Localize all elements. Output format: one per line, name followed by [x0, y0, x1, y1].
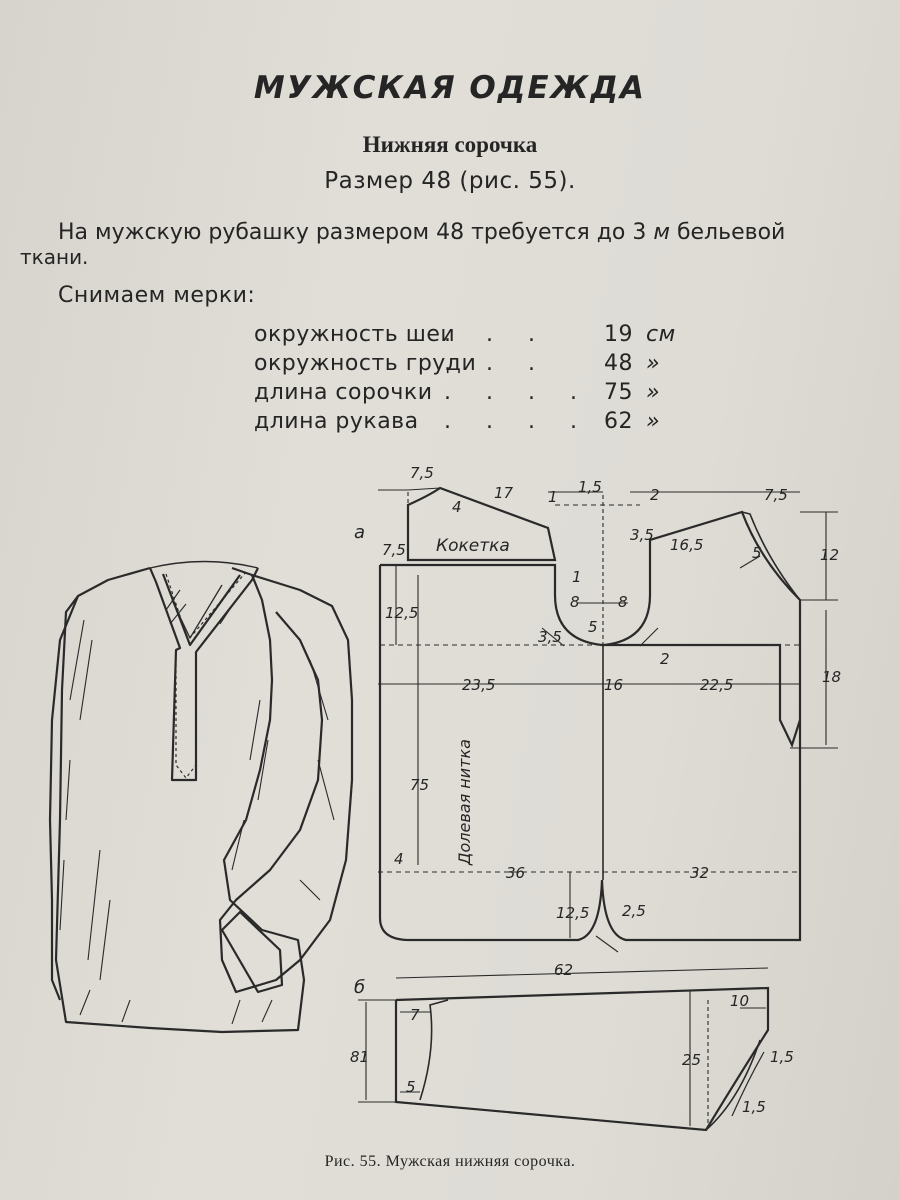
dim-label: 1,5 [742, 1098, 766, 1116]
dim-label: 8 [570, 593, 580, 611]
measurement-label: длина рукава [254, 409, 419, 434]
dim-label: 23,5 [462, 676, 495, 694]
dim-label: 4 [452, 498, 462, 516]
dim-label: 5 [588, 618, 598, 636]
intro-unit: м [653, 220, 670, 245]
dim-label: 3,5 [630, 526, 654, 544]
dim-label: 1,5 [578, 478, 602, 496]
dim-label: 4 [394, 850, 404, 868]
dim-label: 1 [572, 568, 582, 586]
dim-label: 7,5 [764, 486, 788, 504]
dim-label: 12,5 [385, 604, 418, 622]
measurement-unit: см [646, 322, 676, 347]
dim-label: 2 [660, 650, 670, 668]
dim-label: 12,5 [556, 904, 589, 922]
measurement-row: длина сорочки . . . . 75 » [254, 380, 694, 409]
pattern-b [394, 986, 770, 1132]
measurement-unit: » [646, 380, 661, 405]
dim-label: 17 [494, 484, 514, 502]
leader-dots: . . . . [444, 380, 591, 405]
dim-label: 7,5 [410, 464, 434, 482]
measurement-value: 75 [604, 380, 633, 405]
dim-label: 62 [554, 961, 573, 979]
dim-label: 5 [752, 544, 762, 562]
dim-label: 1,5 [770, 1048, 794, 1066]
grain-line-label: Долевая нитка [455, 739, 474, 866]
part-b-label: б [354, 977, 365, 998]
dim-label: 36 [506, 864, 525, 882]
section-heading: МУЖСКАЯ ОДЕЖДА [253, 70, 647, 106]
leader-dots: . . . [444, 351, 549, 376]
dim-label: 16,5 [670, 536, 703, 554]
measurement-row: длина рукава . . . . 62 » [254, 409, 694, 438]
intro-line-1: На мужскую рубашку размером 48 требуется… [58, 222, 878, 244]
yoke-label: Кокетка [436, 536, 510, 556]
leader-dots: . . . [444, 322, 549, 347]
measurement-label: длина сорочки [254, 380, 433, 405]
dim-label: 75 [410, 776, 429, 794]
intro-paragraph: На мужскую рубашку размером 48 требуется… [20, 222, 878, 269]
dim-label: 5 [406, 1078, 416, 1096]
dim-label: 18 [822, 668, 841, 686]
measurement-unit: » [646, 409, 661, 434]
intro-text: На мужскую рубашку размером 48 требуется… [58, 220, 654, 245]
measurement-row: окружность груди . . . 48 » [254, 351, 694, 380]
measurement-value: 62 [604, 409, 633, 434]
dim-label: 16 [604, 676, 623, 694]
measurements-table: окружность шеи . . . 19 см окружность гр… [254, 322, 694, 438]
dim-label: 32 [690, 864, 709, 882]
garment-title: Нижняя сорочка [362, 132, 538, 157]
dim-label: 2,5 [622, 902, 646, 920]
shirt-illustration [48, 560, 354, 1034]
intro-line-2: ткани. [20, 245, 89, 269]
dimension-labels: а б Кокетка Долевая нитка 7,5 4 17 1 1,5… [350, 464, 841, 1116]
dim-label: 1 [548, 488, 558, 506]
measurement-unit: » [646, 351, 661, 376]
pattern-a-dimensions [378, 487, 838, 953]
size-line: Размер 48 (рис. 55). [324, 168, 576, 194]
dim-label: 12 [820, 546, 839, 564]
dim-label: 7 [410, 1006, 420, 1024]
dim-label: 3,5 [538, 628, 562, 646]
dim-label: 22,5 [700, 676, 733, 694]
dim-label: 81 [350, 1048, 369, 1066]
dim-label: 10 [730, 992, 749, 1010]
measurement-value: 19 [604, 322, 633, 347]
leader-dots: . . . . [444, 409, 591, 434]
pattern-b-dimensions [358, 967, 769, 1126]
measurement-value: 48 [604, 351, 633, 376]
figure-caption: Рис. 55. Мужская нижняя сорочка. [324, 1153, 576, 1170]
measurements-heading: Снимаем мерки: [58, 283, 256, 308]
measurement-label: окружность груди [254, 351, 477, 376]
pattern-a [378, 486, 802, 942]
measurement-row: окружность шеи . . . 19 см [254, 322, 694, 351]
figure-55: а б Кокетка Долевая нитка 7,5 4 17 1 1,5… [48, 464, 841, 1132]
dim-label: 8 [618, 593, 628, 611]
part-a-label: а [354, 522, 365, 543]
measurement-label: окружность шеи [254, 322, 456, 347]
dim-label: 25 [682, 1051, 701, 1069]
dim-label: 7,5 [382, 541, 406, 559]
dim-label: 2 [650, 486, 660, 504]
intro-text-end: бельевой [669, 220, 786, 245]
